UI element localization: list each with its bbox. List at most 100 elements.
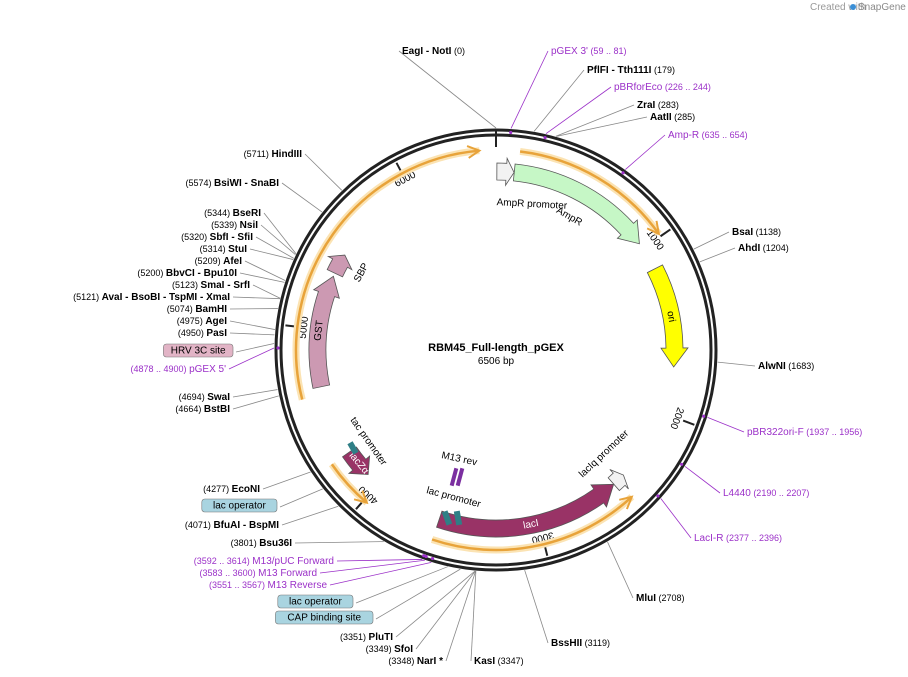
site-label-text: PflFI - Tth111I (179) [587, 65, 675, 76]
site-label-text: pBRforEco (226 .. 244) [614, 82, 711, 93]
site-zrai: ZraI (283) [555, 100, 679, 137]
site-label-part: (5320) [181, 232, 210, 242]
site-label-part: AgeI [205, 316, 227, 327]
site-label-part: (283) [655, 100, 679, 110]
feature-ori [646, 264, 689, 368]
site-label-part: (5074) [167, 304, 196, 314]
site-bfuai: (4071) BfuAI - BspMI [185, 505, 339, 531]
leader-line [228, 347, 275, 370]
orf-arc [294, 149, 480, 400]
site-label-text: pBR322ori-F (1937 .. 1956) [747, 427, 862, 438]
leader-line [260, 224, 296, 255]
site-pgex-5: (4878 .. 4900) pGEX 5' [131, 346, 280, 375]
leader-line [415, 570, 476, 650]
leader-line [355, 566, 448, 604]
box-label-bg [275, 610, 374, 625]
site-hindiii: (5711) HindIII [244, 149, 343, 191]
site-label-text: BsaI (1138) [732, 227, 781, 238]
site-laci-r: LacI-R (2377 .. 2396) [656, 494, 782, 544]
feature-label-sbp: SBP [352, 261, 371, 284]
leader-line [445, 570, 477, 662]
site-label-part: M13 Reverse [268, 580, 328, 591]
site-label-part: BamHI [195, 304, 227, 315]
orf-arrowhead [466, 145, 482, 159]
site-label-text: LacI-R (2377 .. 2396) [694, 533, 782, 544]
site-label-text: (3351) PluTI [340, 632, 393, 643]
tick-label: 2000 [667, 406, 685, 431]
site-label-part: pBR322ori-F [747, 427, 804, 438]
site-label-part: (3119) [582, 638, 610, 648]
primer-mark [509, 130, 513, 135]
site-label-part: HindIII [271, 149, 302, 160]
site-label-part: BsiWI [214, 178, 242, 189]
site-labels: EagI - NotI (0)pGEX 3' (59 .. 81)PflFI -… [73, 46, 862, 667]
site-label-part: AfeI [223, 256, 242, 267]
site-label-part: (3801) [231, 538, 260, 548]
site-label-part: (3583 .. 3600) [200, 568, 259, 578]
site-label-text: (5320) SbfI - SfiI [181, 232, 253, 243]
site-label-part: LacI-R [694, 533, 723, 544]
site-label-part: (5711) [244, 149, 272, 159]
leader-line [281, 505, 339, 526]
leader-line [232, 389, 278, 398]
box-label-bg [201, 498, 278, 513]
site-label-part: (2377 .. 2396) [723, 533, 782, 543]
site-label-part: - SnaBI [242, 178, 279, 189]
site-label-text: (5344) BseRI [204, 208, 261, 219]
site-label-text: (3583 .. 3600) M13 Forward [200, 568, 317, 579]
site-label-text: Amp-R (635 .. 654) [668, 130, 748, 141]
leader-line [252, 284, 281, 299]
site-label-part: (226 .. 244) [662, 82, 711, 92]
site-label-part: - Tth111I [609, 65, 652, 76]
site-label-part: - SrfI [224, 280, 250, 291]
site-label-part: L4440 [723, 488, 751, 499]
site-label-text: L4440 (2190 .. 2207) [723, 488, 809, 499]
site-lac-operator: lac operator [201, 488, 323, 513]
site-pgex-3: pGEX 3' (59 .. 81) [509, 46, 626, 135]
site-label-text: (3801) Bsu36I [231, 538, 293, 549]
site-pflfi: PflFI - Tth111I (179) [533, 65, 675, 132]
leader-line [398, 50, 497, 129]
site-label-part: PflFI [587, 65, 609, 76]
site-label-part: (3347) [495, 656, 524, 666]
site-bamhi: (5074) BamHI [167, 304, 278, 315]
site-label-part: (3351) [340, 632, 369, 642]
site-label-part: BsaI [732, 227, 753, 238]
leader-line [556, 116, 648, 137]
site-label-part: EcoNI [232, 484, 261, 495]
site-label-part: (5121) [73, 292, 102, 302]
site-label-part: pGEX 5' [189, 364, 226, 375]
site-nsii: (5339) NsiI [211, 220, 296, 255]
primer-mark [702, 414, 706, 418]
leader-line [263, 212, 297, 254]
site-label-part: AatII [650, 112, 672, 123]
site-label-part: SbfI [210, 232, 229, 243]
site-bsai: BsaI (1138) [693, 227, 781, 250]
plasmid-name: RBM45_Full-length_pGEX [428, 342, 564, 354]
site-label-text: (3349) SfoI [366, 644, 414, 655]
site-m13-puc-forward: (3592 .. 3614) M13/pUC Forward [194, 554, 426, 567]
credit-text: Created with [810, 2, 866, 13]
site-label-part: BbvCI [166, 268, 195, 279]
primer-mark [422, 554, 426, 558]
site-label-part: BfuAI [213, 520, 240, 531]
leader-line [239, 272, 285, 283]
leader-line [395, 570, 476, 638]
leader-line [555, 104, 635, 137]
site-cap-binding-site: CAP binding site [275, 568, 461, 625]
leader-line [625, 134, 666, 170]
site-label-text: pGEX 3' (59 .. 81) [551, 46, 626, 57]
box-label-bg [277, 594, 354, 609]
leader-line [262, 471, 311, 490]
site-label-part: pGEX 3' [551, 46, 588, 57]
site-label-text: (5200) BbvCI - Bpu10I [137, 268, 237, 279]
site-label-text: AlwNI (1683) [758, 361, 814, 372]
leader-line [319, 559, 425, 574]
site-label-text: (4277) EcoNI [203, 484, 260, 495]
primer-mark [680, 462, 684, 466]
site-lac-operator: lac operator [277, 566, 448, 609]
site-label-part: (3348) [388, 656, 417, 666]
snapgene-logo-icon [850, 4, 856, 10]
site-label-part: (1204) [760, 243, 789, 253]
